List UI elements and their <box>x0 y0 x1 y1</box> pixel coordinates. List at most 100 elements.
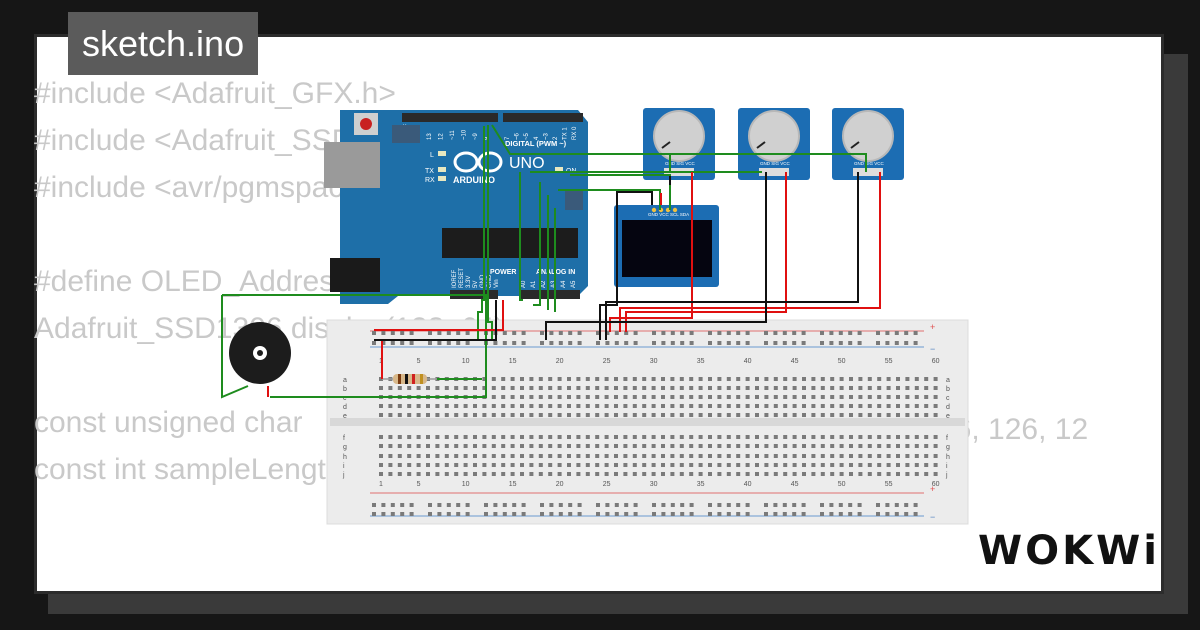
rail-minus-top: − <box>930 344 935 354</box>
digital-header-left[interactable] <box>402 113 498 122</box>
breadboard-row-letter: f <box>343 435 345 442</box>
breadboard-column-number: 60 <box>932 481 940 488</box>
breadboard-row-letter: e <box>946 413 950 420</box>
digital-pin-label: 13 <box>427 133 433 140</box>
usb-port-icon <box>324 142 380 188</box>
potentiometer-3[interactable]: GND SIG VCC <box>832 108 904 180</box>
uno-label: UNO <box>509 155 545 172</box>
power-analog-pin-label: Vin <box>494 279 500 288</box>
breadboard-column-number: 1 <box>379 481 383 488</box>
breadboard-row-letter: d <box>946 404 950 411</box>
breadboard-row-letter: c <box>343 395 347 402</box>
breadboard-row-letter: c <box>946 395 950 402</box>
pot3-pin-labels: GND SIG VCC <box>854 161 885 166</box>
breadboard-column-number: 35 <box>697 358 705 365</box>
potentiometer-2[interactable]: GND SIG VCC <box>738 108 810 180</box>
oled-pin-labels: GND VCC SCL SDA <box>648 212 689 217</box>
breadboard-column-number: 10 <box>462 481 470 488</box>
breadboard-row-letter: b <box>343 386 347 393</box>
breadboard-column-number: 60 <box>932 358 940 365</box>
rail-plus-bottom: + <box>930 484 935 494</box>
potentiometer-knob-icon[interactable] <box>653 110 705 162</box>
led-label-tx: TX <box>425 168 434 175</box>
digital-pin-label: 12 <box>439 133 445 140</box>
digital-pin-label: 7 <box>505 136 511 140</box>
breadboard-column-number: 20 <box>556 358 564 365</box>
power-analog-pin-label: A1 <box>531 280 537 288</box>
breadboard-row-letter: g <box>343 444 347 451</box>
breadboard-column-number: 15 <box>509 481 517 488</box>
digital-pin-label: ~11 <box>450 130 456 140</box>
file-tab[interactable]: sketch.ino <box>68 12 259 75</box>
analog-header[interactable] <box>520 290 580 299</box>
breadboard-column-number: 50 <box>838 358 846 365</box>
led-label-rx: RX <box>425 177 435 184</box>
power-analog-pin-label: A0 <box>521 280 527 288</box>
breadboard-row-letter: g <box>946 444 950 451</box>
breadboard-column-number: 45 <box>791 358 799 365</box>
potentiometer-knob-icon[interactable] <box>842 110 894 162</box>
wires[interactable] <box>221 124 881 399</box>
breadboard-column-number: 5 <box>417 358 421 365</box>
potentiometer-knob-icon[interactable] <box>748 110 800 162</box>
potentiometer-1[interactable]: GND SIG VCC <box>643 108 715 180</box>
breadboard-column-number: 50 <box>838 481 846 488</box>
power-analog-pin-label: A4 <box>561 280 567 288</box>
breadboard-column-number: 10 <box>462 358 470 365</box>
digital-pin-label: ~6 <box>515 132 521 140</box>
breadboard-row-letter: f <box>946 435 948 442</box>
breadboard-column-number: 25 <box>603 358 611 365</box>
breadboard-row-letter: j <box>342 472 345 479</box>
digital-pin-label: 2 <box>553 136 559 140</box>
arduino-logo <box>453 151 503 173</box>
wokwi-logo: WOKWi <box>978 528 1160 574</box>
power-analog-pin-label: 5V <box>473 281 479 288</box>
breadboard-column-number: 25 <box>603 481 611 488</box>
breadboard-row-letter: j <box>945 472 948 479</box>
arduino-brand-label: ARDUINO <box>453 175 495 185</box>
rail-plus-top: + <box>930 322 935 332</box>
digital-pin-label: ~3 <box>543 132 549 140</box>
breadboard-column-number: 40 <box>744 481 752 488</box>
breadboard-row-letter: a <box>343 377 347 384</box>
pot1-pin-labels: GND SIG VCC <box>665 161 696 166</box>
power-analog-pin-label: 3.3V <box>466 276 472 288</box>
power-analog-pin-label: A2 <box>541 280 547 288</box>
breadboard-row-letter: h <box>343 454 347 461</box>
power-analog-pin-label: GND <box>487 274 493 288</box>
breadboard-column-number: 55 <box>885 358 893 365</box>
microcontroller-chip <box>442 228 578 258</box>
code-line: #include <Adafruit_GFX.h> <box>34 77 396 110</box>
breadboard-column-number: 15 <box>509 358 517 365</box>
digital-pin-label: ~10 <box>462 129 468 140</box>
digital-pin-label: ~9 <box>473 132 479 140</box>
breadboard-column-number: 30 <box>650 358 658 365</box>
power-analog-pin-label: IOREF <box>452 269 458 288</box>
breadboard-holes[interactable] <box>372 331 938 516</box>
breadboard-column-number: 55 <box>885 481 893 488</box>
oled-display[interactable]: GND VCC SCL SDA <box>614 205 719 287</box>
led-label-l: L <box>430 152 434 159</box>
buzzer-icon[interactable] <box>229 322 291 384</box>
digital-pwm-label: DIGITAL (PWM ~) <box>505 139 567 148</box>
digital-header-right[interactable] <box>503 113 583 122</box>
digital-pin-label: RX 0 <box>572 126 578 140</box>
resistor-icon[interactable] <box>382 374 437 384</box>
breadboard-column-number: 5 <box>417 481 421 488</box>
power-label: POWER <box>490 269 516 276</box>
digital-pin-label: 4 <box>534 136 540 140</box>
breadboard-column-number: 45 <box>791 481 799 488</box>
code-line: const int sampleLength <box>34 453 343 486</box>
breadboard-column-number: 30 <box>650 481 658 488</box>
code-line: const unsigned char <box>34 406 303 439</box>
breadboard-row-letter: i <box>343 463 345 470</box>
power-jack-icon <box>330 258 380 292</box>
oled-screen <box>622 220 712 277</box>
rail-minus-bottom: − <box>930 512 935 522</box>
breadboard-column-number: 40 <box>744 358 752 365</box>
breadboard-row-letter: a <box>946 377 950 384</box>
